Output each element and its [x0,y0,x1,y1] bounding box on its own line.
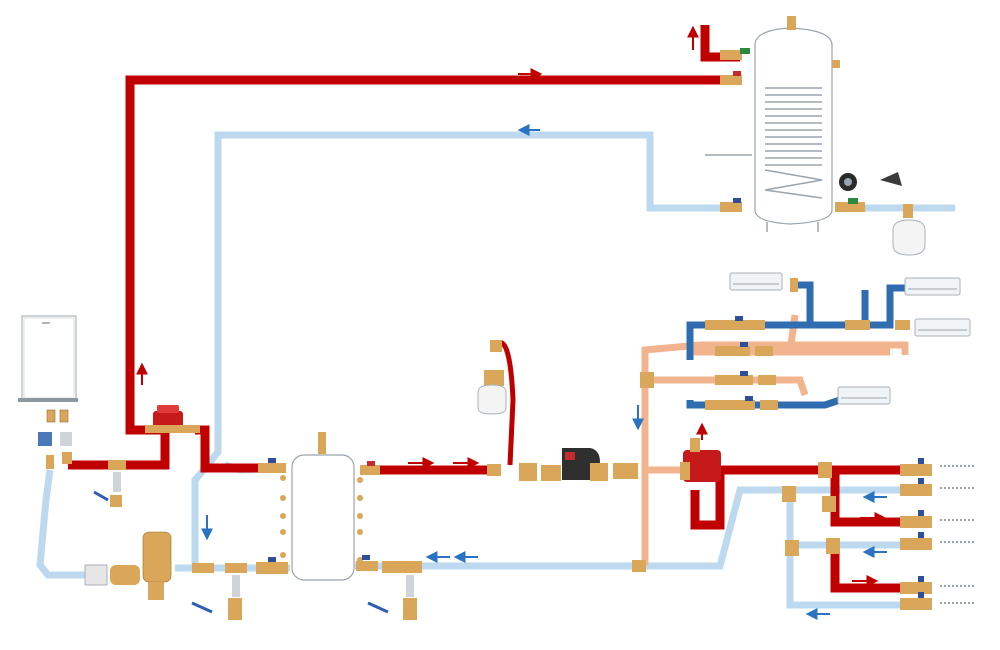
fan-coil-valves [705,278,910,410]
blue-loop-2 [810,284,905,329]
buffer-tank [280,432,363,581]
fan-coil-unit [837,386,891,405]
heating-element-icon [839,172,902,191]
manifold-tees [782,462,840,556]
circulation-pump [519,448,638,481]
fan-coils [729,272,971,405]
dirt-separator [84,531,172,600]
blue-loop-1 [686,281,814,360]
orange-branch-2 [645,376,809,397]
manifold-hot-low [830,545,920,593]
buffer-return-pipe [355,486,790,570]
dhw-return-pipe [191,131,740,568]
drain-valves [93,472,417,620]
blue-loop-3 [686,396,842,409]
mixing-pump-right [680,438,721,482]
buffer-supply-pipe [195,425,265,473]
fan-coil-supply-pipes [641,314,909,565]
boiler-supply-pipe [68,430,170,470]
manifold-return-lower [786,490,920,609]
heating-coil-icon [764,87,823,199]
dhw-expansion-vessel [892,204,926,256]
expansion-vessel [477,340,507,415]
fan-coil-unit [904,277,961,296]
orange-branch-3 [786,314,799,353]
main-line-valves [108,48,858,574]
boiler-return-pipe [36,469,85,579]
fan-coil-unit [729,272,783,291]
manifold-outputs [900,458,975,610]
boiler-connections-icon [38,409,72,469]
manifold-hot-mid [830,470,920,527]
fan-coil-return-pipes [686,281,905,409]
mixing-valve-left [145,405,200,433]
orange-riser [641,341,909,565]
fan-coil-unit [914,318,971,337]
wall-boiler [18,315,78,469]
hot-right-riser [690,470,725,530]
dhw-storage-tank [705,16,865,232]
